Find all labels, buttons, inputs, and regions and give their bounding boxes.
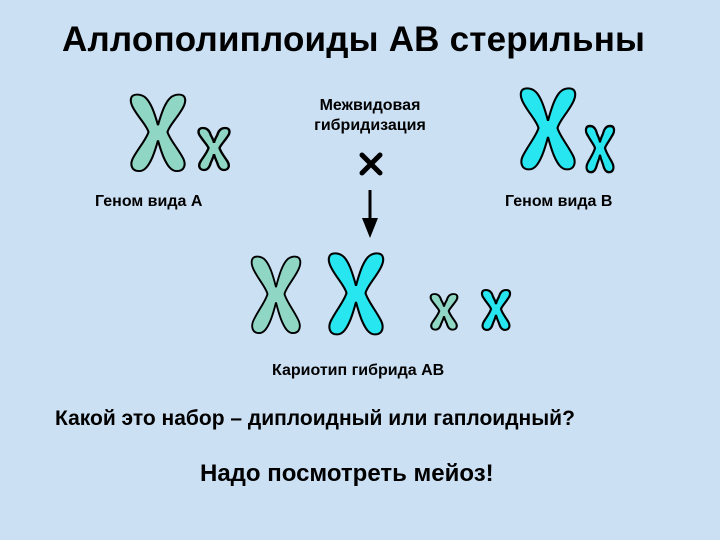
hybrid-chromosome-b-small (482, 290, 510, 330)
genome-b-chromosome-small (586, 126, 614, 172)
cross-icon (362, 155, 380, 173)
genome-a-chromosome-small (199, 128, 230, 170)
slide-title: Аллополиплоиды АВ стерильны (62, 20, 645, 60)
question-text: Какой это набор – диплоидный или гаплоид… (55, 407, 575, 431)
hybrid-chromosome-a-small (431, 294, 458, 330)
arrow-down-icon (362, 190, 378, 238)
answer-text: Надо посмотреть мейоз! (200, 460, 494, 488)
genome-a-label: Геном вида А (95, 193, 202, 211)
genome-b-label: Геном вида В (505, 193, 612, 211)
genome-a-chromosome-large (131, 95, 185, 172)
process-label: Межвидовая гибридизация (282, 96, 458, 136)
hybrid-chromosome-b-large (329, 253, 383, 334)
genome-b-chromosome-large (521, 88, 575, 169)
karyotype-label: Кариотип гибрида АВ (272, 362, 444, 380)
hybrid-chromosome-a-large (252, 257, 301, 334)
